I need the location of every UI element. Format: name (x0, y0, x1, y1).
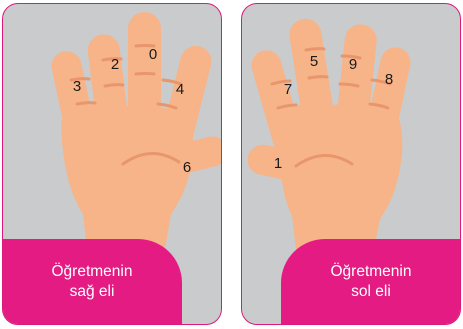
pinky-finger-number: 8 (379, 71, 399, 89)
middle-finger-number: 0 (143, 46, 163, 64)
caption-line-1: Öğretmenin (52, 262, 133, 282)
right-hand-card: 3 2 0 4 6 Öğretmenin sağ eli (2, 3, 222, 325)
right-hand-caption: Öğretmenin sağ eli (2, 239, 182, 325)
index-finger-number: 7 (278, 81, 298, 99)
left-hand-caption: Öğretmenin sol eli (281, 239, 461, 325)
caption-line-2: sol eli (351, 282, 391, 302)
thumb-number: 1 (268, 155, 288, 173)
thumb-number: 6 (177, 159, 197, 177)
caption-line-2: sağ eli (70, 282, 115, 302)
pinky-finger-number: 3 (67, 78, 87, 96)
left-hand-card: 1 7 5 9 8 Öğretmenin sol eli (241, 3, 461, 325)
index-finger-number: 4 (170, 81, 190, 99)
caption-line-1: Öğretmenin (331, 262, 412, 282)
middle-finger-number: 5 (304, 53, 324, 71)
ring-finger-number: 2 (105, 56, 125, 74)
ring-finger-number: 9 (343, 56, 363, 74)
